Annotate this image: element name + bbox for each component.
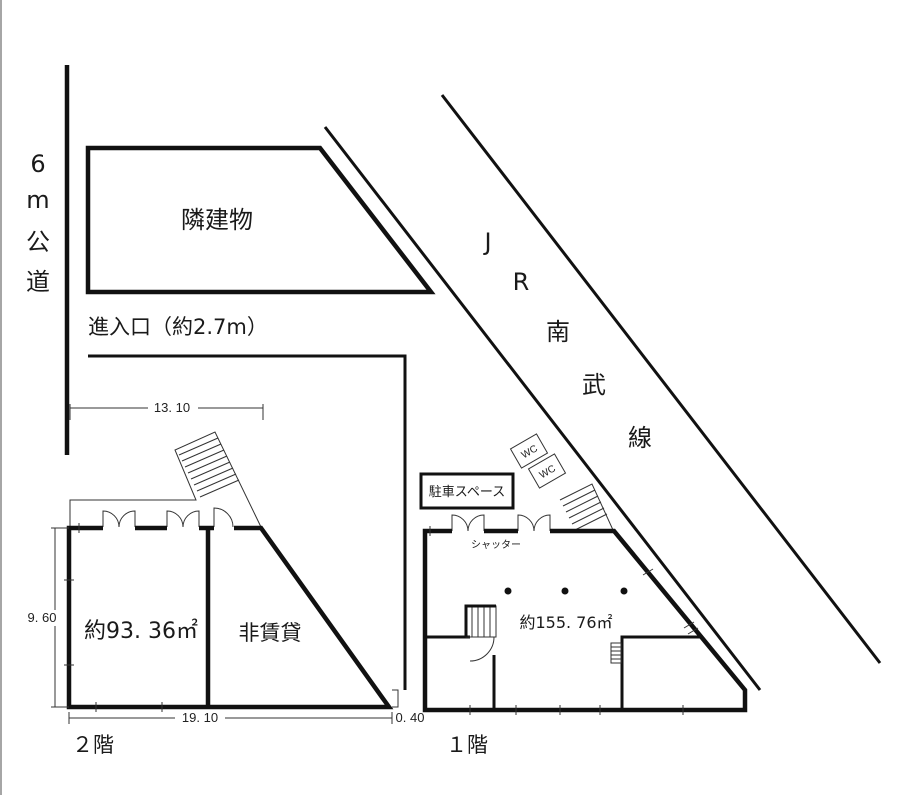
road-label-char: m [26,186,49,214]
dim-gap-bracket [392,689,399,708]
dim-label-gap: 0. 40 [396,710,425,725]
floor2-doors [102,507,234,528]
floor2-plan: 13. 10 [20,400,424,757]
floor1-outer-wall [422,528,748,713]
railway-label-char: 線 [628,424,652,452]
railway-line-inner [323,126,762,691]
floor2-nonrental-label: 非賃貸 [239,621,302,645]
railway-line-outer [440,94,882,664]
railway-label-char: 武 [582,371,606,399]
dim-label-bottom: 19. 10 [182,710,218,725]
floor1-name-label: １階 [446,733,488,757]
wc-label: WC [538,463,558,481]
floor2-wall-left-top [66,525,394,710]
floor1-window-ticks [429,526,699,715]
column-dot [620,587,628,595]
site-boundary [88,354,407,690]
road-label-char: 道 [26,268,50,296]
floor1-right-stair [610,642,622,664]
column-dot [504,587,512,595]
floor1-doors [451,514,551,532]
wc-area: WC WC [509,433,567,489]
floor1-right-room-wall [620,635,700,710]
dim-label-side: 9. 60 [28,610,57,625]
dim-label-top: 13. 10 [154,400,190,415]
road-label: 6 m 公 道 [26,150,50,296]
road-label-char: 公 [26,228,50,256]
parking-space-label: 駐車スペース [429,485,505,500]
railway-label-char: 南 [546,318,570,346]
railway-label: J R 南 武 線 [482,228,652,452]
floor1-inner-stairs [464,604,497,638]
dim-label-bg [148,400,198,416]
road-label-char: 6 [30,150,45,178]
floor1-area-label: 約155. 76㎡ [519,613,612,632]
wc-label: WC [520,443,540,461]
parking-space-box [419,472,515,510]
floor1-plan: 駐車スペース WC WC [419,433,748,757]
floor2-window-ticks [64,523,163,712]
floor1-room-door [469,636,495,662]
neighbor-building-label: 隣建物 [181,206,253,234]
railway-label-char: J [482,228,491,256]
shutter-label: シャッター [471,539,521,551]
floor2-name-label: ２階 [72,733,114,757]
entrance-label: 進入口（約2.7m） [88,315,268,339]
floor2-stairs [69,431,262,528]
dim-label-bg [175,710,225,726]
dim-label-bg [20,610,64,626]
floor2-area-label: 約93. 36㎡ [84,618,198,644]
column-dot [561,587,569,595]
floor1-stairs [559,483,614,531]
neighbor-building [85,145,436,295]
railway-label-char: R [513,268,530,296]
